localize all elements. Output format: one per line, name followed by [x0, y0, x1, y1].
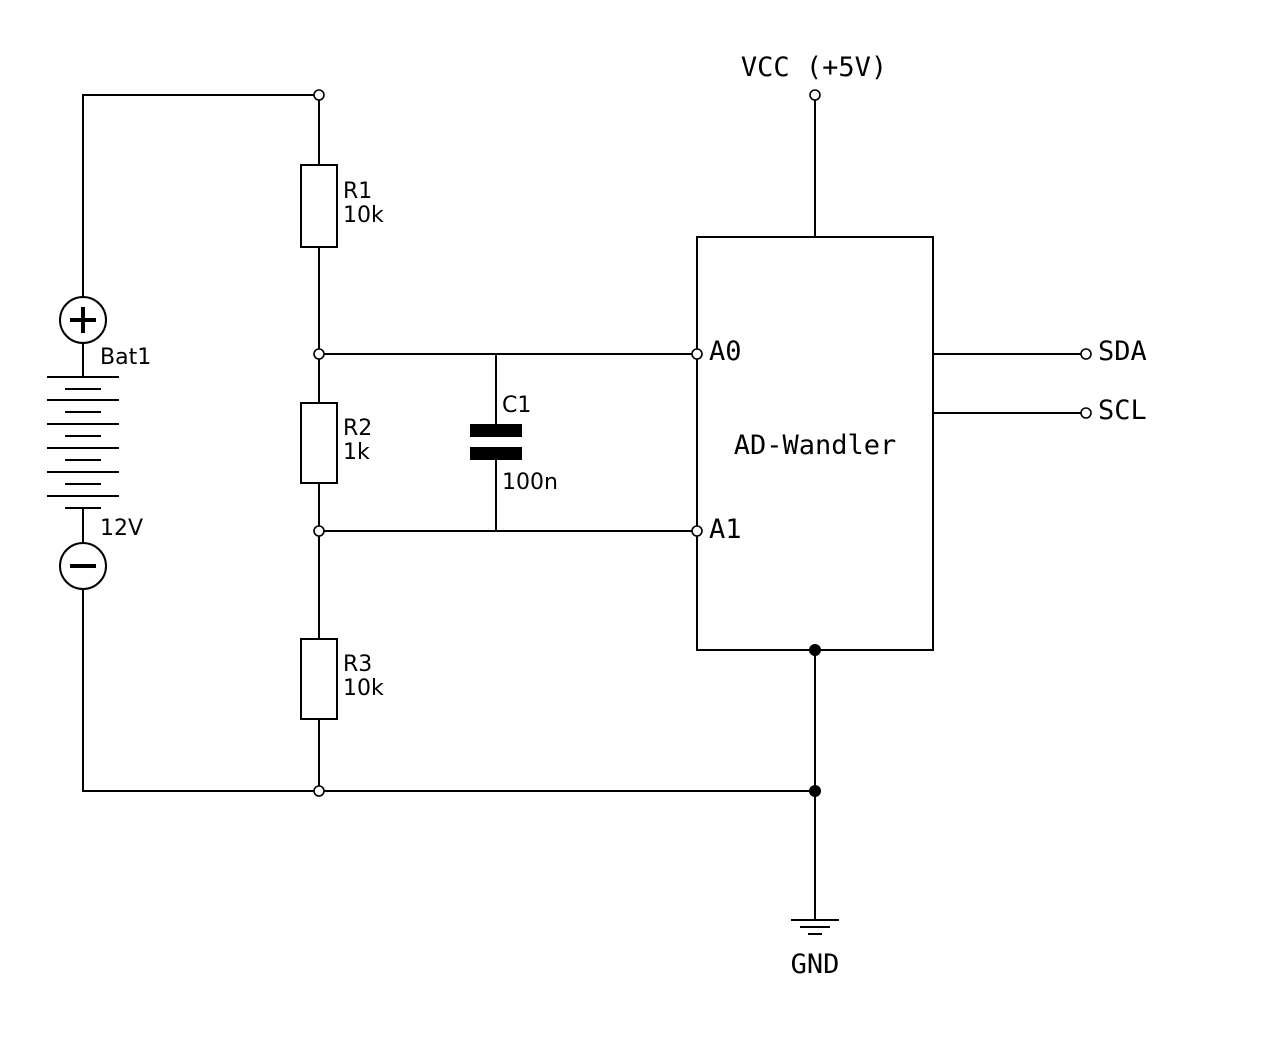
battery-bat1: Bat1 12V — [47, 296, 151, 590]
resistor-r1: R1 10k — [300, 164, 384, 248]
ground-icon — [791, 919, 839, 935]
resistor-r2-value: 1k — [343, 440, 370, 465]
junction-adc-gnd — [809, 644, 821, 656]
battery-name: Bat1 — [100, 345, 151, 370]
terminal-bottom — [313, 785, 325, 797]
wire-battery-bottom — [82, 590, 319, 792]
terminal-scl — [1080, 407, 1092, 419]
battery-cells — [47, 376, 119, 509]
terminal-vcc — [809, 89, 821, 101]
resistor-r1-name: R1 — [343, 179, 372, 204]
battery-voltage: 12V — [100, 516, 143, 541]
adc-label: AD-Wandler — [734, 430, 897, 461]
capacitor-c1: C1 100n — [470, 393, 558, 495]
vcc-label: VCC (+5V) — [741, 52, 887, 83]
terminal-adc-a1 — [691, 525, 703, 537]
gnd-label: GND — [791, 949, 840, 980]
terminal-top — [313, 89, 325, 101]
adc-block: AD-Wandler A0 A1 — [696, 236, 934, 651]
sda-label: SDA — [1098, 336, 1147, 367]
resistor-r1-value: 10k — [343, 203, 384, 228]
wire-battery-top — [82, 94, 319, 296]
wires — [82, 94, 1086, 920]
capacitor-value: 100n — [502, 470, 558, 495]
resistor-r2: R2 1k — [300, 402, 372, 484]
junction-ground-rail — [809, 785, 821, 797]
terminals — [313, 89, 1092, 797]
resistor-r2-name: R2 — [343, 416, 372, 441]
resistor-r3-name: R3 — [343, 652, 372, 677]
terminal-node-a1 — [313, 525, 325, 537]
terminal-sda — [1080, 348, 1092, 360]
adc-input-a1-label: A1 — [709, 514, 742, 545]
resistor-r3: R3 10k — [300, 638, 384, 720]
adc-input-a0-label: A0 — [709, 336, 742, 367]
capacitor-name: C1 — [502, 393, 531, 418]
terminal-node-a0 — [313, 348, 325, 360]
scl-label: SCL — [1098, 395, 1147, 426]
terminal-adc-a0 — [691, 348, 703, 360]
resistor-r3-value: 10k — [343, 676, 384, 701]
